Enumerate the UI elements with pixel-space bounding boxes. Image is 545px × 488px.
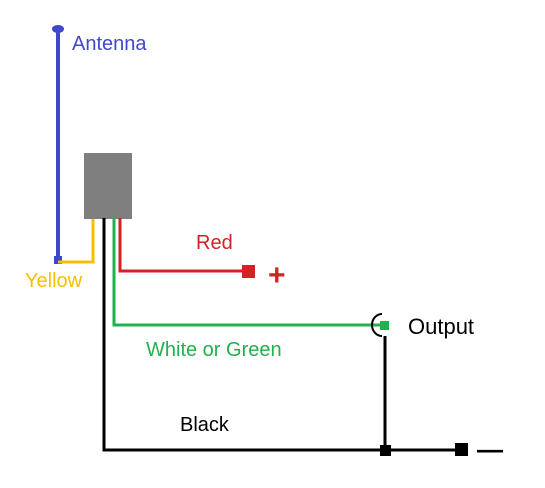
green-wire (112, 218, 385, 327)
red-terminal (242, 265, 255, 278)
antenna-label: Antenna (72, 33, 147, 55)
output-connector (371, 313, 383, 337)
yellow-wire (58, 218, 95, 264)
black-wire (102, 218, 462, 452)
plus-sign: + (268, 259, 286, 292)
output-label: Output (408, 314, 474, 339)
green-terminal (380, 321, 389, 330)
black-label: Black (180, 414, 230, 436)
antenna-tip (52, 25, 64, 33)
black-terminal (455, 443, 468, 456)
white-or-green-label: White or Green (146, 339, 282, 361)
yellow-label: Yellow (25, 270, 83, 292)
receiver-module (84, 153, 132, 219)
red-label: Red (196, 232, 233, 254)
minus-sign: — (477, 434, 503, 464)
antenna-yellow-junction (54, 256, 62, 264)
red-wire (118, 218, 248, 273)
black-junction (380, 445, 391, 456)
